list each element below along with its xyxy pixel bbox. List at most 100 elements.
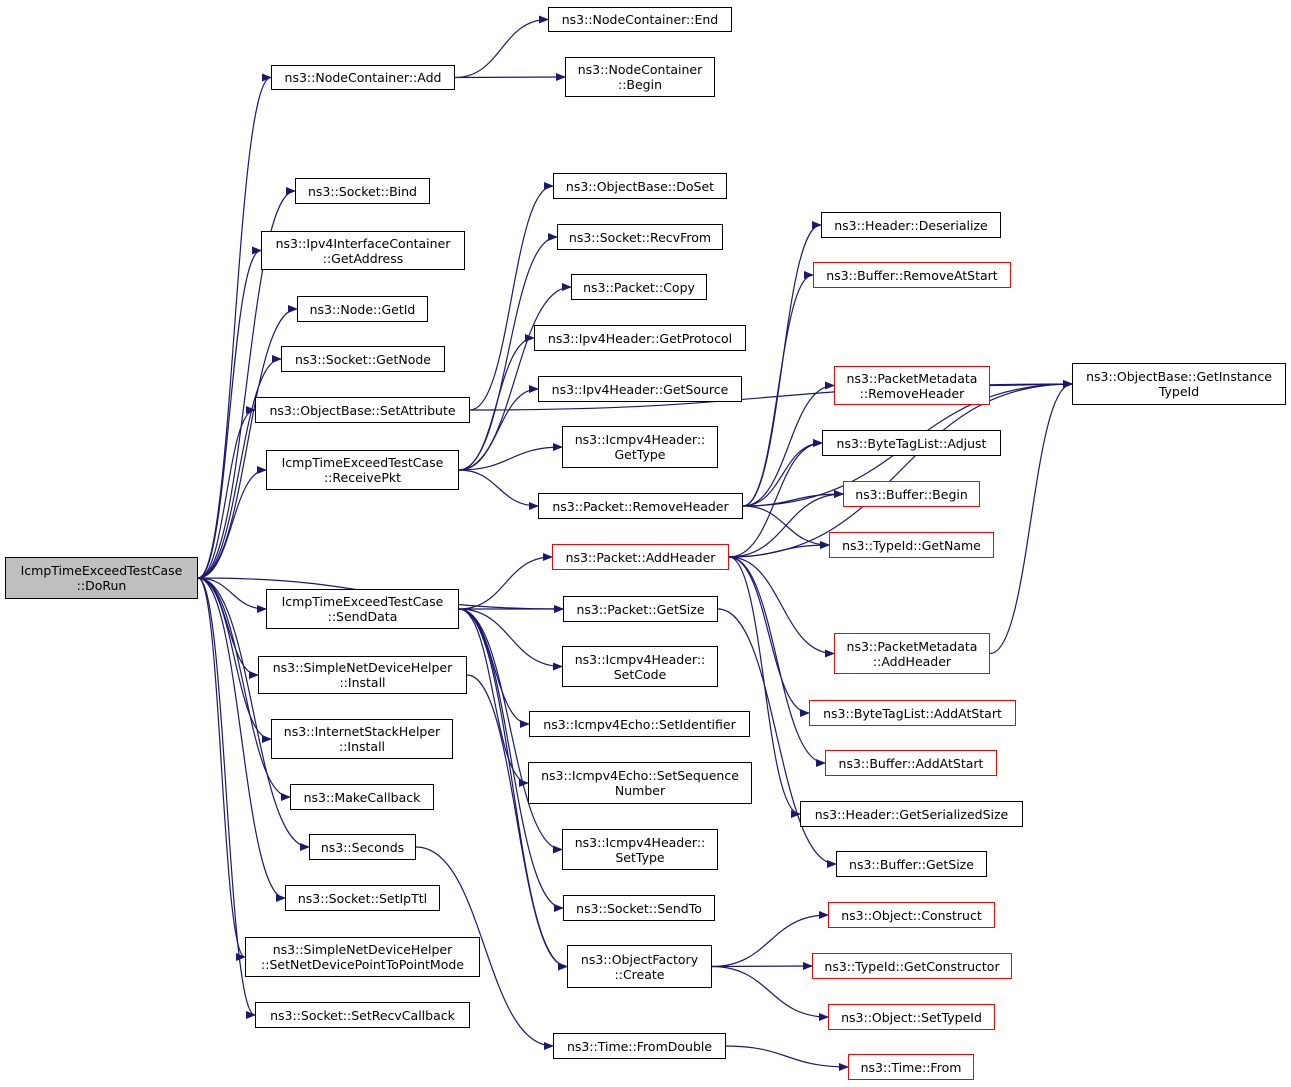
node-label-line: IcmpTimeExceedTestCase bbox=[281, 594, 444, 609]
node-sock-sendto[interactable]: ns3::Socket::SendTo bbox=[563, 895, 715, 921]
node-hdr-getsersize[interactable]: ns3::Header::GetSerializedSize bbox=[800, 801, 1023, 827]
node-sock-getnode[interactable]: ns3::Socket::GetNode bbox=[281, 346, 445, 372]
node-nc-begin[interactable]: ns3::NodeContainer::Begin bbox=[565, 57, 715, 97]
node-label-line: SetCode bbox=[613, 666, 667, 682]
node-pkt-addheader[interactable]: ns3::Packet::AddHeader bbox=[552, 544, 729, 570]
node-dorun: IcmpTimeExceedTestCase::DoRun bbox=[5, 557, 198, 599]
node-ish-install[interactable]: ns3::InternetStackHelper::Install bbox=[271, 719, 453, 759]
edge-senddata-to-pkt-addheader bbox=[458, 553, 553, 610]
node-pm-removeheader[interactable]: ns3::PacketMetadata::RemoveHeader bbox=[834, 366, 990, 405]
edge-of-create-to-obj-construct bbox=[711, 911, 829, 968]
node-time-fromdouble[interactable]: ns3::Time::FromDouble bbox=[553, 1033, 726, 1059]
node-label-line: ns3::Header::Deserialize bbox=[834, 217, 988, 233]
node-btl-adjust[interactable]: ns3::ByteTagList::Adjust bbox=[822, 430, 1001, 456]
node-label-line: ns3::TypeId::GetConstructor bbox=[824, 958, 1000, 974]
node-senddata[interactable]: IcmpTimeExceedTestCase::SendData bbox=[266, 589, 459, 629]
node-icmpv4h-setcode[interactable]: ns3::Icmpv4Header::SetCode bbox=[562, 646, 718, 687]
edge-dorun-to-nc-add bbox=[197, 73, 272, 579]
edge-ob-setattr-to-ob-doset bbox=[469, 182, 554, 411]
node-sndh-setmode[interactable]: ns3::SimpleNetDeviceHelper::SetNetDevice… bbox=[245, 937, 480, 977]
node-label-line: ns3::Buffer::Begin bbox=[855, 486, 968, 502]
node-label-line: GetType bbox=[614, 447, 666, 462]
node-label-line: ns3::NodeContainer::End bbox=[561, 12, 719, 27]
node-label-line: ::AddHeader bbox=[872, 653, 952, 669]
node-label-line: ns3::Icmpv4Header:: bbox=[574, 834, 706, 850]
node-label-line: ns3::Packet::GetSize bbox=[576, 601, 705, 617]
edge-senddata-to-icmpv4h-setcode bbox=[458, 608, 563, 671]
node-pkt-getsize[interactable]: ns3::Packet::GetSize bbox=[563, 596, 718, 622]
node-label-line: ns3::Object::SetTypeId bbox=[841, 1009, 982, 1025]
node-of-create[interactable]: ns3::ObjectFactory::Create bbox=[567, 945, 712, 988]
node-icmpv4echo-setid[interactable]: ns3::Icmpv4Echo::SetIdentifier bbox=[529, 711, 750, 737]
node-buf-removeatstart[interactable]: ns3::Buffer::RemoveAtStart bbox=[813, 262, 1011, 288]
node-sock-bind[interactable]: ns3::Socket::Bind bbox=[295, 178, 430, 204]
node-ipv4ic-getaddr[interactable]: ns3::Ipv4InterfaceContainer::GetAddress bbox=[261, 231, 465, 270]
edge-senddata-to-icmpv4h-settype bbox=[458, 608, 563, 854]
edge-dorun-to-sock-setipttl bbox=[197, 577, 286, 902]
node-label-line: ns3::Header::GetSerializedSize bbox=[814, 806, 1009, 822]
node-seconds[interactable]: ns3::Seconds bbox=[309, 834, 416, 860]
node-tid-getname[interactable]: ns3::TypeId::GetName bbox=[829, 532, 994, 558]
node-ipv4h-getsrc[interactable]: ns3::Ipv4Header::GetSource bbox=[538, 376, 742, 402]
node-tid-getctor[interactable]: ns3::TypeId::GetConstructor bbox=[812, 953, 1012, 979]
node-sndh-install[interactable]: ns3::SimpleNetDeviceHelper::Install bbox=[258, 656, 467, 694]
edge-pm-addheader-to-ob-getinsttypeid bbox=[989, 380, 1073, 655]
edge-dorun-to-sndh-setmode bbox=[197, 577, 246, 961]
edge-sndh-install-to-of-create bbox=[466, 674, 568, 971]
node-sock-setrecvcb[interactable]: ns3::Socket::SetRecvCallback bbox=[255, 1002, 470, 1028]
node-buf-begin[interactable]: ns3::Buffer::Begin bbox=[843, 481, 980, 507]
edge-pkt-addheader-to-pm-addheader bbox=[728, 556, 835, 658]
node-label-line: ns3::InternetStackHelper bbox=[283, 724, 441, 739]
node-obj-settypeid[interactable]: ns3::Object::SetTypeId bbox=[828, 1004, 995, 1030]
node-buf-getsize[interactable]: ns3::Buffer::GetSize bbox=[836, 851, 987, 877]
edge-nc-add-to-nc-end bbox=[454, 15, 549, 79]
node-label-line: ns3::Socket::SetIpTtl bbox=[297, 890, 428, 906]
edge-pkt-addheader-to-buf-begin bbox=[728, 490, 844, 558]
node-label-line: ns3::PacketMetadata bbox=[846, 370, 978, 386]
node-label-line: ns3::TypeId::GetName bbox=[842, 537, 981, 553]
node-label-line: ns3::ObjectBase::GetInstance bbox=[1086, 369, 1272, 384]
node-sock-recvfrom[interactable]: ns3::Socket::RecvFrom bbox=[557, 224, 723, 250]
edge-senddata-to-icmpv4echo-setseq bbox=[458, 608, 529, 787]
node-btl-addatstart[interactable]: ns3::ByteTagList::AddAtStart bbox=[809, 700, 1016, 726]
node-pkt-copy[interactable]: ns3::Packet::Copy bbox=[571, 274, 707, 300]
edge-dorun-to-sock-getnode bbox=[197, 355, 282, 579]
node-label-line: ns3::Icmpv4Echo::SetIdentifier bbox=[543, 716, 736, 732]
node-nc-end[interactable]: ns3::NodeContainer::End bbox=[548, 7, 732, 32]
edge-dorun-to-ish-install bbox=[197, 577, 272, 743]
edge-dorun-to-seconds bbox=[197, 577, 310, 851]
edge-dorun-to-ipv4ic-getaddr bbox=[197, 246, 262, 579]
node-makecb[interactable]: ns3::MakeCallback bbox=[290, 784, 434, 810]
node-pm-addheader[interactable]: ns3::PacketMetadata::AddHeader bbox=[834, 633, 990, 674]
node-obj-construct[interactable]: ns3::Object::Construct bbox=[828, 902, 995, 928]
node-pkt-removeheader[interactable]: ns3::Packet::RemoveHeader bbox=[538, 493, 743, 519]
edge-recvpkt-to-icmpv4h-gettype bbox=[458, 443, 563, 471]
node-label-line: ns3::NodeContainer::Add bbox=[284, 70, 442, 85]
node-label-line: ns3::ByteTagList::AddAtStart bbox=[823, 705, 1002, 721]
node-label-line: ns3::Socket::Bind bbox=[308, 183, 417, 199]
node-label-line: TypeId bbox=[1158, 384, 1200, 399]
node-buf-addatstart[interactable]: ns3::Buffer::AddAtStart bbox=[825, 750, 997, 776]
node-recvpkt[interactable]: IcmpTimeExceedTestCase::ReceivePkt bbox=[266, 450, 459, 490]
node-label-line: ns3::Buffer::AddAtStart bbox=[838, 755, 984, 771]
node-ipv4h-getproto[interactable]: ns3::Ipv4Header::GetProtocol bbox=[534, 325, 746, 351]
node-sock-setipttl[interactable]: ns3::Socket::SetIpTtl bbox=[285, 885, 440, 911]
node-label-line: ns3::Buffer::GetSize bbox=[849, 856, 974, 872]
node-ob-doset[interactable]: ns3::ObjectBase::DoSet bbox=[553, 173, 727, 199]
node-hdr-deserialize[interactable]: ns3::Header::Deserialize bbox=[821, 212, 1001, 238]
node-label-line: ns3::Socket::SetRecvCallback bbox=[270, 1007, 455, 1023]
node-label-line: ns3::Socket::SendTo bbox=[576, 900, 702, 916]
node-label-line: ns3::Time::From bbox=[860, 1059, 962, 1075]
node-node-getid[interactable]: ns3::Node::GetId bbox=[297, 296, 428, 322]
node-nc-add[interactable]: ns3::NodeContainer::Add bbox=[271, 65, 455, 90]
node-icmpv4h-gettype[interactable]: ns3::Icmpv4Header::GetType bbox=[562, 426, 718, 468]
node-label-line: ::GetAddress bbox=[322, 250, 404, 266]
node-icmpv4h-settype[interactable]: ns3::Icmpv4Header::SetType bbox=[562, 829, 718, 870]
node-label-line: ::RemoveHeader bbox=[859, 385, 965, 401]
node-time-from[interactable]: ns3::Time::From bbox=[848, 1054, 974, 1080]
node-ob-setattr[interactable]: ns3::ObjectBase::SetAttribute bbox=[255, 397, 470, 423]
node-label-line: ns3::Buffer::RemoveAtStart bbox=[826, 267, 998, 283]
